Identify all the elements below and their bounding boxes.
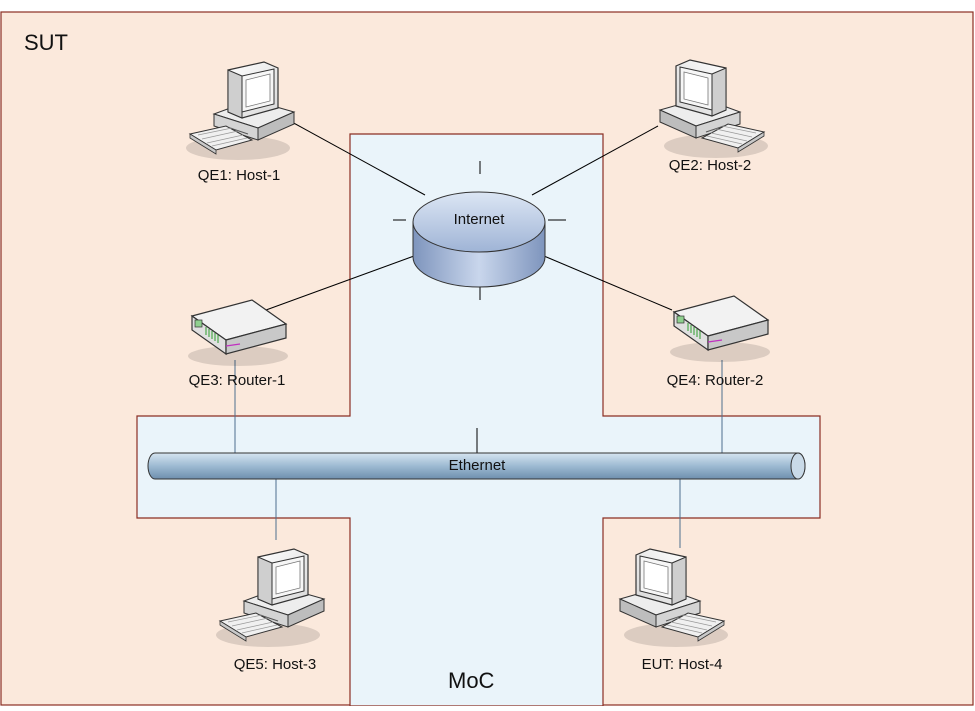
ethernet-drops [234, 360, 723, 548]
link-host2-internet [531, 125, 659, 196]
internet-label: Internet [453, 211, 505, 228]
router2-label: QE4: Router-2 [666, 372, 764, 389]
link-router2-internet [543, 255, 673, 311]
host4-label: EUT: Host-4 [641, 656, 723, 673]
host3-label: QE5: Host-3 [233, 656, 317, 673]
ethernet-label: Ethernet [448, 457, 506, 474]
moc-label: MoC [448, 668, 495, 693]
ethernet-bus-icon [147, 452, 806, 480]
host2-label: QE2: Host-2 [668, 157, 752, 174]
connection-lines [265, 120, 673, 453]
host1-label: QE1: Host-1 [197, 167, 281, 184]
link-router1-internet [265, 255, 415, 311]
internet-cylinder-icon [412, 191, 546, 288]
sut-label: SUT [24, 30, 68, 55]
router1-label: QE3: Router-1 [188, 372, 286, 389]
link-host1-internet [289, 120, 426, 196]
